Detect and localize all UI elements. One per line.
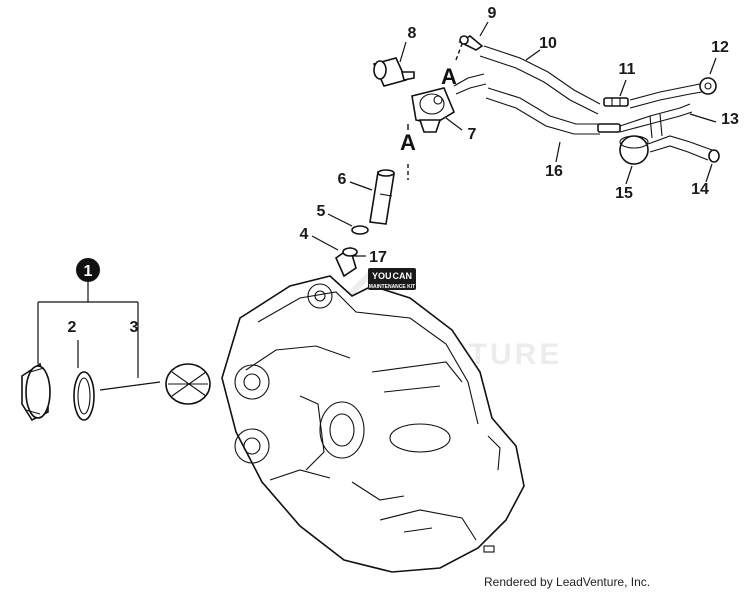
item-9-elbow: 9 xyxy=(458,5,497,51)
callout-1: 1 xyxy=(84,263,93,280)
item-13-hose: 13 xyxy=(619,103,739,139)
callout-4: 4 xyxy=(300,226,309,243)
callout-6: 6 xyxy=(338,171,347,188)
item-2-oil-screen-plug: 2 xyxy=(21,319,95,422)
item-3-oil-screen: 3 xyxy=(99,319,211,405)
callout-12: 12 xyxy=(711,39,729,56)
callout-7: 7 xyxy=(468,126,477,143)
callout-1-badge xyxy=(76,258,100,282)
callout-10: 10 xyxy=(539,35,557,52)
item-1-group: 1 xyxy=(37,258,139,378)
callout-9: 9 xyxy=(488,5,497,22)
item-4-fitting: 4 xyxy=(300,226,358,278)
item-8-breather-fitting: 8 xyxy=(372,25,417,87)
item-12-fitting: 12 xyxy=(629,39,729,109)
item-14-tube: 14 xyxy=(647,135,720,198)
crankcase xyxy=(221,275,525,573)
svg-text:YOUCAN: YOUCAN xyxy=(372,271,412,281)
svg-text:MAINTENANCE KIT: MAINTENANCE KIT xyxy=(369,284,415,290)
item-15-filter: 15 xyxy=(615,135,649,202)
callout-16: 16 xyxy=(545,163,563,180)
render-credit: Rendered by LeadVenture, Inc. xyxy=(484,575,651,589)
section-marker-upper: A xyxy=(441,43,463,89)
section-marker-lower: A xyxy=(400,124,416,180)
item-6-tube: 6 xyxy=(338,169,395,225)
item-7-valve: 7 xyxy=(411,87,477,143)
callout-8: 8 xyxy=(408,25,417,42)
item-10-hose: 10 xyxy=(453,35,601,115)
callout-1-leader xyxy=(37,282,139,378)
item-5-o-ring: 5 xyxy=(317,203,369,235)
item-16-hose: 16 xyxy=(485,87,600,180)
callout-5: 5 xyxy=(317,203,326,220)
svg-text:A: A xyxy=(441,64,457,89)
callout-17: 17 xyxy=(369,249,387,266)
callout-13: 13 xyxy=(721,111,739,128)
callout-3: 3 xyxy=(130,319,139,336)
callout-2: 2 xyxy=(68,319,77,336)
callout-14: 14 xyxy=(691,181,709,198)
callout-15: 15 xyxy=(615,185,633,202)
item-11-connector: 11 xyxy=(597,61,636,133)
maintenance-kit-badge xyxy=(368,268,416,290)
svg-text:A: A xyxy=(400,130,416,155)
callout-11: 11 xyxy=(619,61,636,78)
item-17-maintenance-kit: 17 YOUCAN MAINTENANCE KIT xyxy=(356,249,416,290)
